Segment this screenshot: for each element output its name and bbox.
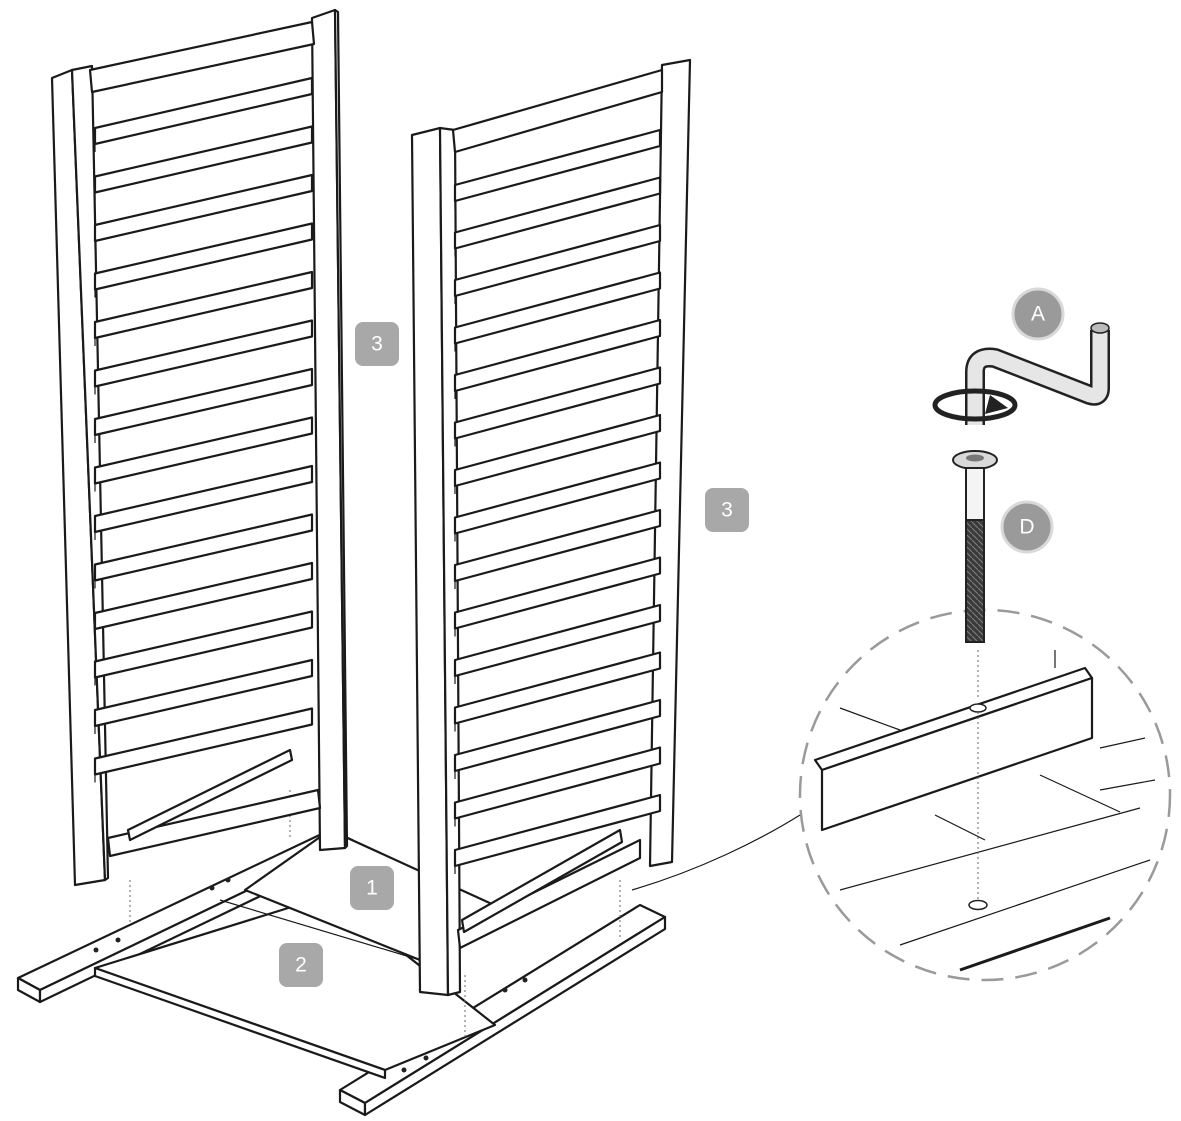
badge-part-3-right: 3 bbox=[705, 488, 749, 532]
slat bbox=[453, 556, 662, 630]
slat bbox=[93, 464, 314, 534]
slat bbox=[453, 651, 662, 725]
slat bbox=[93, 561, 314, 631]
slat bbox=[453, 698, 662, 773]
slat bbox=[93, 125, 314, 194]
slat bbox=[93, 707, 314, 776]
badge-label: 1 bbox=[366, 877, 378, 900]
slat bbox=[93, 222, 314, 291]
slat bbox=[93, 270, 314, 340]
slat bbox=[93, 610, 314, 679]
slat bbox=[453, 128, 662, 203]
detail-zoom bbox=[631, 608, 1172, 982]
badge-part-3-left: 3 bbox=[355, 322, 399, 366]
slat bbox=[453, 366, 662, 440]
badge-label: D bbox=[1019, 516, 1034, 539]
badge-label: A bbox=[1031, 303, 1045, 326]
base-frame bbox=[16, 790, 667, 1117]
slat bbox=[93, 173, 314, 243]
slat bbox=[93, 416, 314, 485]
slat bbox=[93, 319, 314, 388]
badge-label: 3 bbox=[371, 333, 383, 356]
slat bbox=[453, 318, 662, 393]
badge-label: 2 bbox=[295, 954, 307, 977]
slat bbox=[93, 658, 314, 728]
rotate-arrow-icon bbox=[932, 388, 1018, 422]
allen-key-icon bbox=[965, 322, 1110, 425]
slat bbox=[453, 603, 662, 678]
side-panel-left bbox=[50, 8, 349, 887]
slat bbox=[453, 413, 662, 488]
slat bbox=[93, 513, 314, 582]
slats-left bbox=[93, 76, 314, 783]
slat bbox=[453, 271, 662, 345]
slat bbox=[453, 461, 662, 535]
badge-part-1: 1 bbox=[350, 866, 394, 910]
base-holes bbox=[93, 877, 528, 1073]
badge-part-2: 2 bbox=[279, 943, 323, 987]
slat bbox=[453, 223, 662, 298]
slat bbox=[453, 793, 662, 868]
slat bbox=[453, 508, 662, 583]
badge-label: 3 bbox=[721, 499, 733, 522]
slat bbox=[93, 76, 314, 146]
slats-right bbox=[453, 128, 662, 874]
bolt-icon bbox=[952, 450, 998, 643]
badge-bolt-d: D bbox=[1000, 500, 1054, 554]
slat bbox=[453, 176, 662, 250]
slat bbox=[453, 746, 662, 820]
badge-tool-a: A bbox=[1011, 287, 1065, 341]
slat bbox=[93, 367, 314, 437]
side-panel-right bbox=[410, 58, 692, 997]
